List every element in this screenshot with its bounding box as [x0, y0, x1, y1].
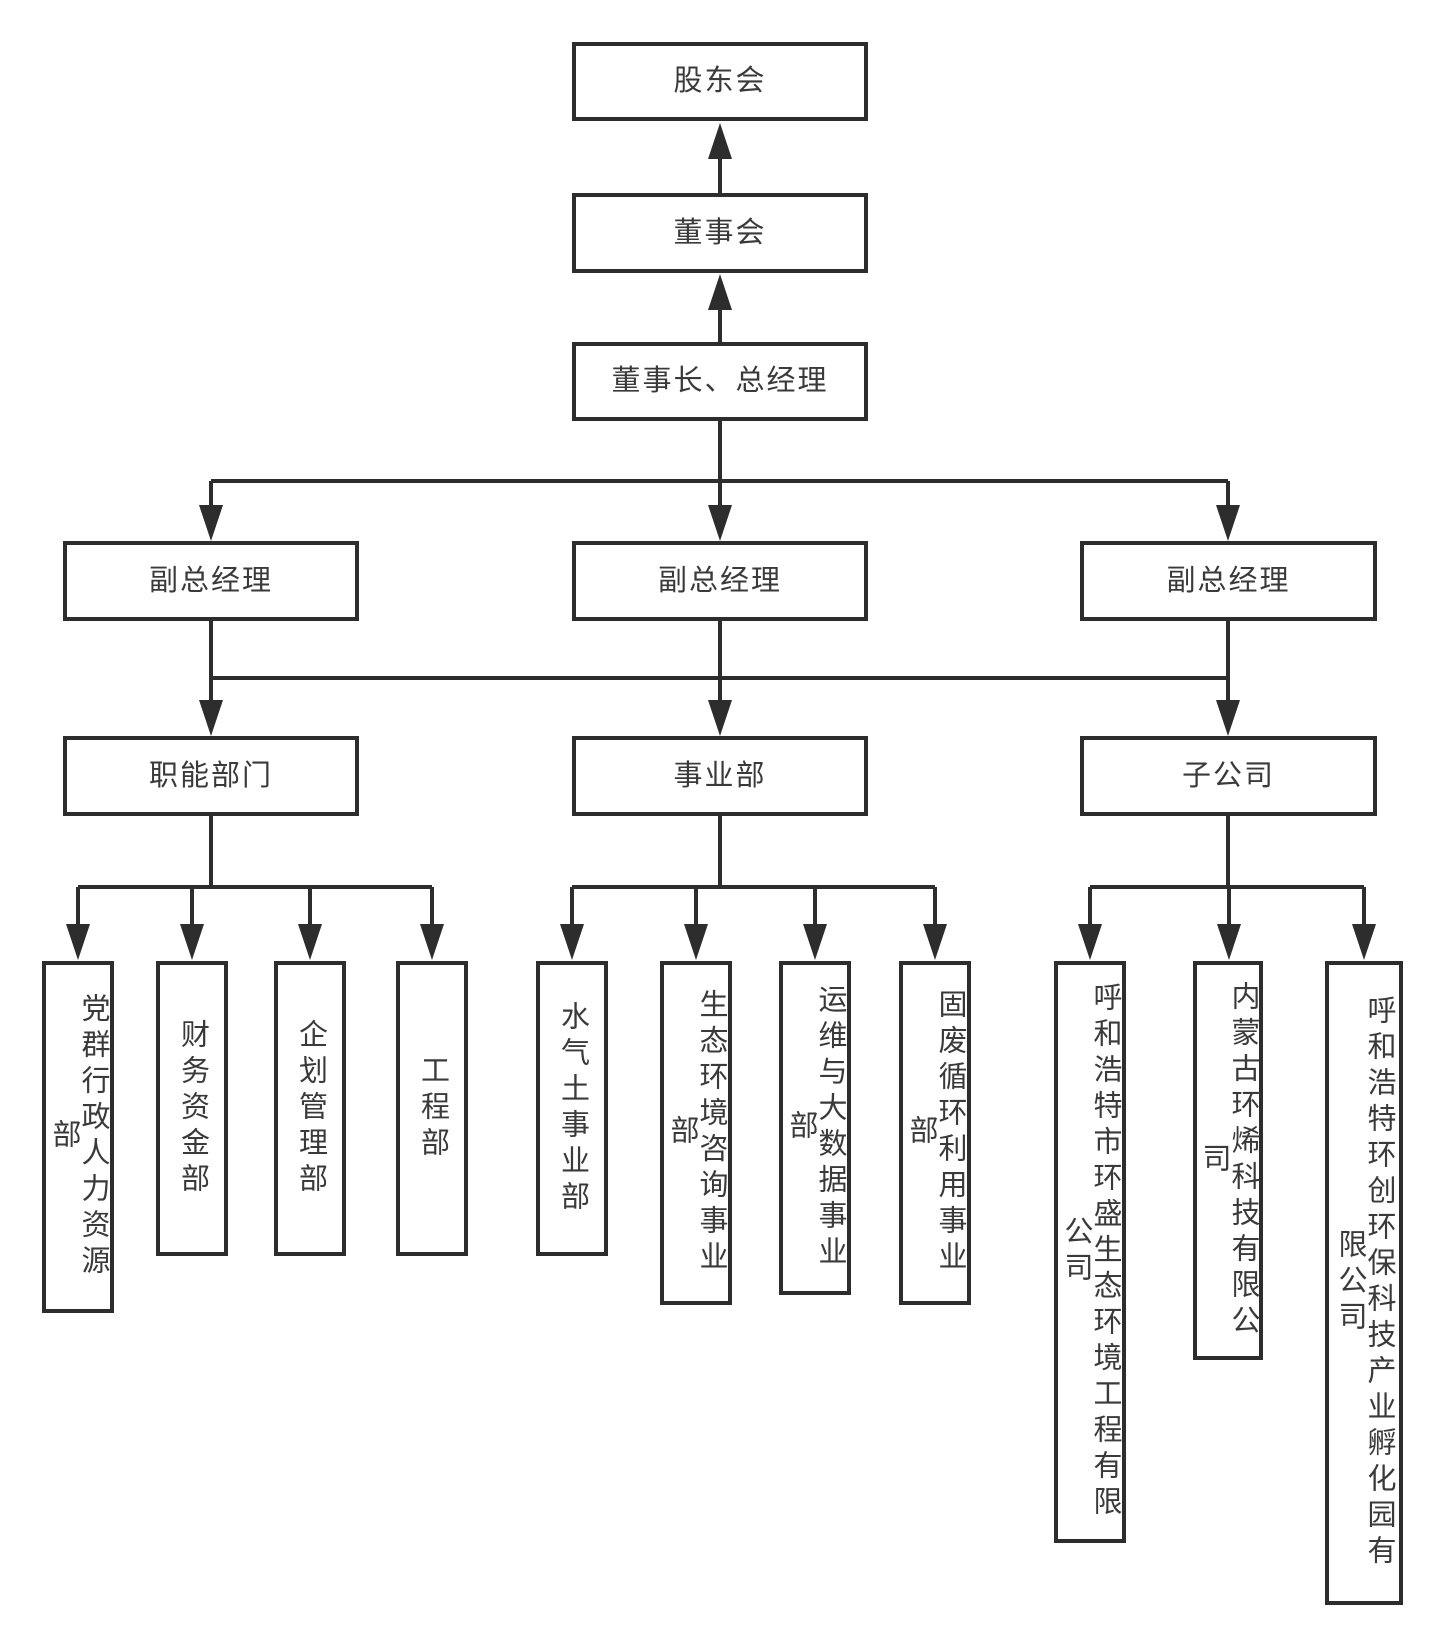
- node-business-division: 事业部: [572, 736, 868, 816]
- node-board-of-directors: 董事会: [572, 193, 868, 273]
- node-deputy-gm-left: 副总经理: [63, 541, 359, 621]
- node-eco-environment-consulting-unit: 生态环境咨询事业部: [660, 961, 732, 1305]
- node-planning-management-dept: 企划管理部: [274, 961, 346, 1256]
- node-subsidiaries: 子公司: [1080, 736, 1377, 816]
- node-party-admin-hr-dept: 党群行政人力资源部: [42, 961, 114, 1313]
- node-deputy-gm-right: 副总经理: [1080, 541, 1377, 621]
- node-shareholders-meeting: 股东会: [572, 42, 868, 121]
- node-operations-big-data-unit: 运维与大数据事业部: [779, 961, 851, 1295]
- node-chairman-general-manager: 董事长、总经理: [572, 342, 868, 421]
- node-subsidiary-huanchuang-incubator-park: 呼和浩特环创环保科技产业孵化园有限公司: [1325, 961, 1403, 1605]
- node-solid-waste-recycling-unit: 固废循环利用事业部: [899, 961, 971, 1305]
- node-functional-departments: 职能部门: [63, 736, 359, 816]
- node-subsidiary-huansheng-eco-engineering: 呼和浩特市环盛生态环境工程有限公司: [1054, 961, 1126, 1543]
- node-water-air-soil-unit: 水气土事业部: [536, 961, 608, 1256]
- node-deputy-gm-middle: 副总经理: [572, 541, 868, 621]
- node-subsidiary-huanxi-technology: 内蒙古环烯科技有限公司: [1193, 961, 1263, 1360]
- node-engineering-dept: 工程部: [396, 961, 468, 1256]
- node-finance-funds-dept: 财务资金部: [156, 961, 228, 1256]
